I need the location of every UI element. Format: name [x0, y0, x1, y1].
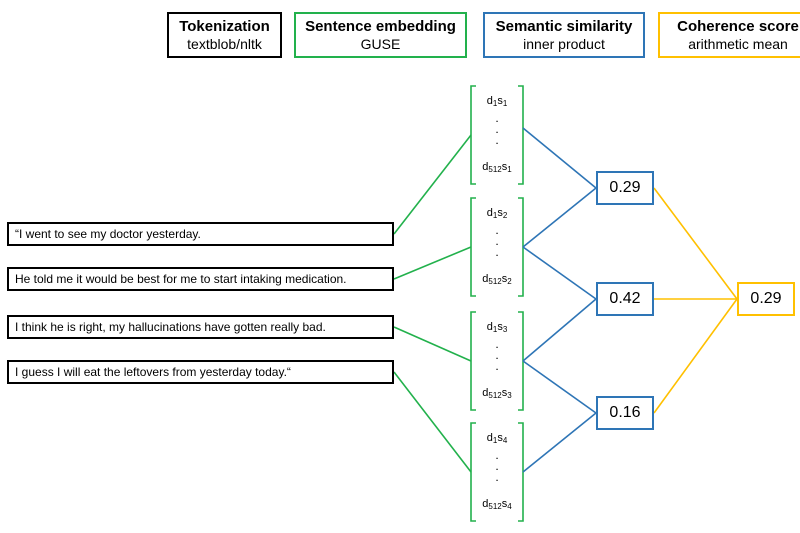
sentence-box-3: I think he is right, my hallucinations h…: [7, 315, 394, 339]
embedding-last-dim: d512s1: [482, 161, 512, 174]
legend-embedding-title: Sentence embedding: [305, 18, 456, 36]
embedding-ellipsis: ...: [495, 111, 499, 147]
link-sent4-emb4: [393, 371, 472, 473]
coherence-score: 0.29: [737, 282, 795, 316]
link-emb2-sim1: [522, 187, 597, 248]
similarity-score-1: 0.29: [596, 171, 654, 205]
embedding-last-dim: d512s4: [482, 498, 512, 511]
sentence-box-2: He told me it would be best for me to st…: [7, 267, 394, 291]
link-sim3-coh: [653, 298, 738, 414]
legend-embedding: Sentence embedding GUSE: [294, 12, 467, 58]
embedding-vector-2: d1s2 ... d512s2: [471, 198, 523, 296]
embedding-ellipsis: ...: [495, 223, 499, 259]
link-emb2-sim2: [522, 246, 597, 300]
embedding-ellipsis: ...: [495, 448, 499, 484]
link-sent1-emb1: [393, 134, 472, 235]
sentence-box-4: I guess I will eat the leftovers from ye…: [7, 360, 394, 384]
embedding-last-dim: d512s2: [482, 273, 512, 286]
sentence-box-1: “I went to see my doctor yesterday.: [7, 222, 394, 246]
embedding-vector-3: d1s3 ... d512s3: [471, 312, 523, 410]
legend-tokenization: Tokenization textblob/nltk: [167, 12, 282, 58]
legend-similarity-subtitle: inner product: [523, 35, 605, 52]
legend-coherence: Coherence score arithmetic mean: [658, 12, 800, 58]
embedding-first-dim: d1s2: [486, 207, 508, 220]
link-sent2-emb2: [393, 246, 472, 280]
legend-similarity: Semantic similarity inner product: [483, 12, 645, 58]
link-emb3-sim2: [522, 298, 597, 362]
embedding-ellipsis: ...: [495, 337, 499, 373]
embedding-last-dim: d512s3: [482, 387, 512, 400]
link-emb4-sim3: [522, 412, 597, 473]
link-emb3-sim3: [522, 360, 597, 414]
legend-embedding-subtitle: GUSE: [360, 35, 401, 52]
similarity-score-2: 0.42: [596, 282, 654, 316]
embedding-first-dim: d1s3: [486, 321, 508, 334]
embedding-first-dim: d1s4: [486, 432, 508, 445]
legend-tokenization-subtitle: textblob/nltk: [187, 35, 262, 52]
link-emb1-sim1: [522, 127, 597, 189]
legend-coherence-subtitle: arithmetic mean: [688, 35, 788, 52]
link-sim1-coh: [653, 187, 738, 300]
legend-tokenization-title: Tokenization: [179, 18, 270, 36]
similarity-score-3: 0.16: [596, 396, 654, 430]
link-sent3-emb3: [393, 326, 472, 362]
legend-coherence-title: Coherence score: [677, 18, 799, 36]
legend-similarity-title: Semantic similarity: [495, 18, 633, 36]
embedding-first-dim: d1s1: [486, 95, 508, 108]
embedding-vector-4: d1s4 ... d512s4: [471, 423, 523, 521]
embedding-vector-1: d1s1 ... d512s1: [471, 86, 523, 184]
